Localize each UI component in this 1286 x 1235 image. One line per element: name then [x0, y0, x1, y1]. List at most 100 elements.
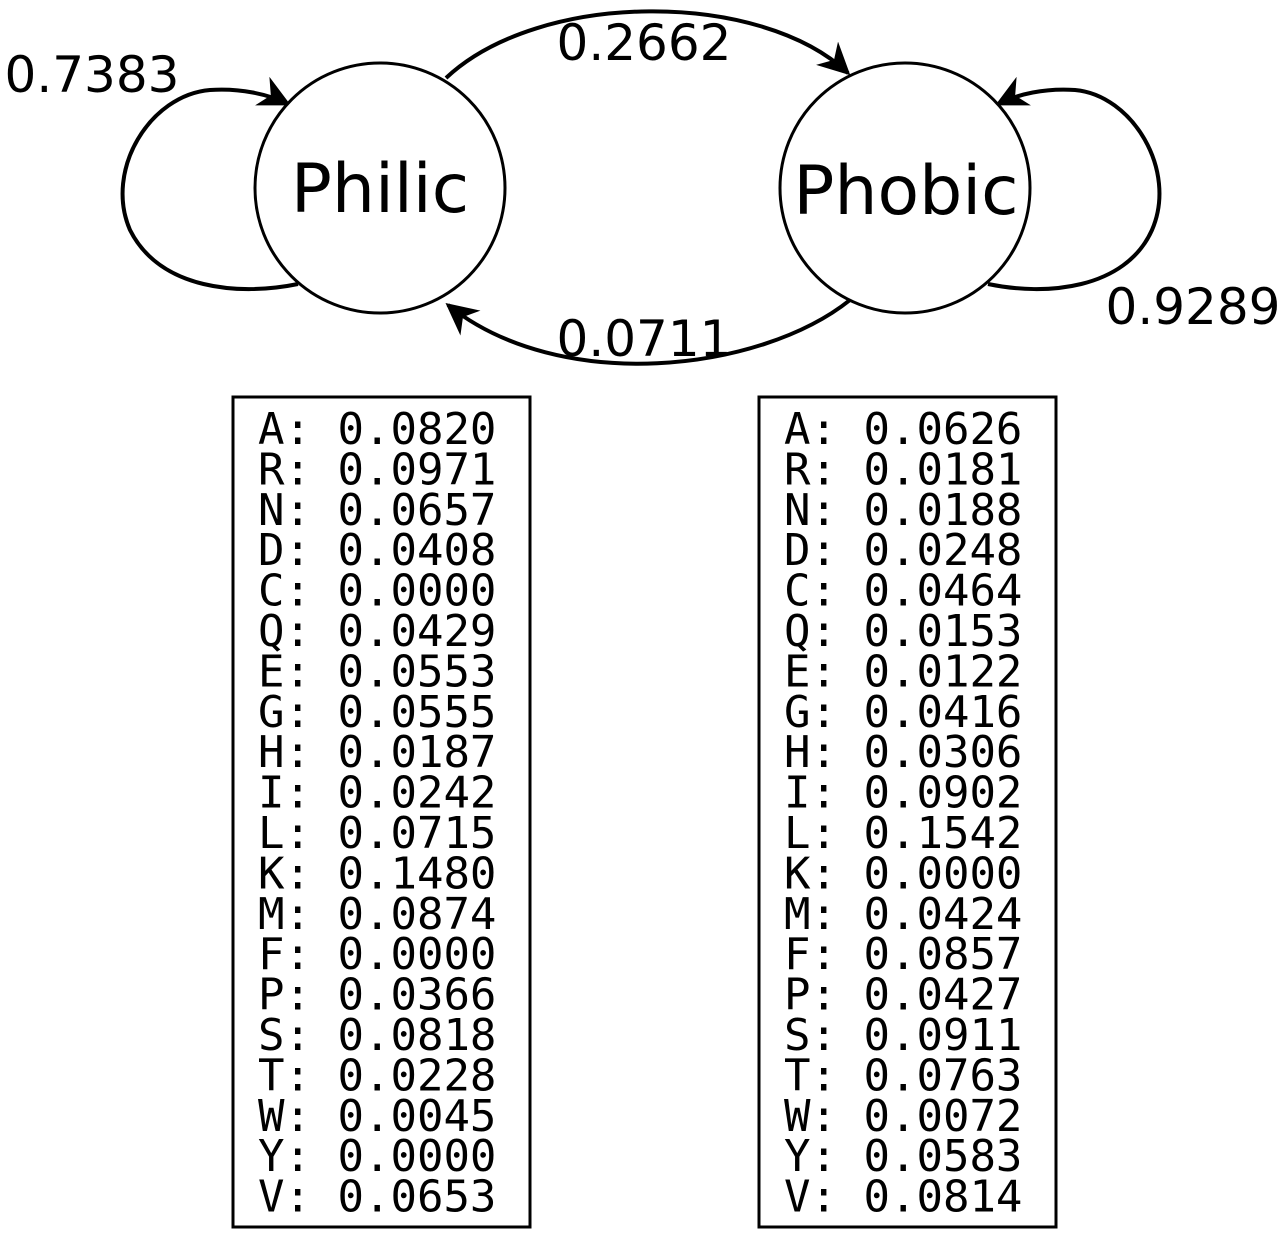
emission-row: W: 0.0072	[784, 1091, 1022, 1142]
emission-row: C: 0.0000	[258, 566, 496, 617]
emission-symbol: Q	[258, 606, 285, 657]
emission-row: H: 0.0187	[258, 727, 496, 778]
emission-symbol: H	[258, 727, 285, 778]
emission-symbol: S	[258, 1010, 285, 1061]
emission-separator: :	[285, 1131, 338, 1182]
emission-separator: :	[811, 646, 864, 697]
self-loop-philic-edge	[120, 76, 299, 292]
emission-separator: :	[285, 646, 338, 697]
emission-symbol: I	[258, 768, 285, 819]
emission-value: 0.0971	[337, 444, 496, 495]
phobic-to-philic-edge	[445, 298, 852, 366]
emission-symbol: E	[258, 646, 285, 697]
emission-separator: :	[811, 1091, 864, 1142]
emission-value: 0.0242	[337, 768, 496, 819]
emission-row: L: 0.0715	[258, 808, 496, 859]
emission-symbol: M	[784, 889, 811, 940]
emission-row: M: 0.0874	[258, 889, 496, 940]
emission-symbol: A	[258, 404, 285, 455]
emission-symbol: L	[258, 808, 285, 859]
emission-row: D: 0.0408	[258, 525, 496, 576]
emission-value: 0.0626	[863, 404, 1022, 455]
emission-value: 0.0657	[337, 485, 496, 536]
emission-separator: :	[811, 848, 864, 899]
emission-separator: :	[811, 566, 864, 617]
emission-value: 0.0000	[337, 1131, 496, 1182]
emission-separator: :	[811, 1010, 864, 1061]
emission-row: N: 0.0657	[258, 485, 496, 536]
emission-row: L: 0.1542	[784, 808, 1022, 859]
emission-symbol: D	[258, 525, 285, 576]
emission-row: D: 0.0248	[784, 525, 1022, 576]
emission-symbol: W	[258, 1091, 285, 1142]
emission-value: 0.0911	[863, 1010, 1022, 1061]
emission-symbol: R	[784, 444, 811, 495]
emission-row: Y: 0.0583	[784, 1131, 1022, 1182]
emission-row: S: 0.0911	[784, 1010, 1022, 1061]
emission-value: 0.0187	[337, 727, 496, 778]
emission-separator: :	[811, 444, 864, 495]
emission-row: I: 0.0902	[784, 768, 1022, 819]
emission-row: R: 0.0971	[258, 444, 496, 495]
self-loop-phobic-edge	[987, 76, 1162, 292]
emission-symbol: R	[258, 444, 285, 495]
emission-value: 0.1480	[337, 848, 496, 899]
emission-value: 0.0181	[863, 444, 1022, 495]
emission-row: H: 0.0306	[784, 727, 1022, 778]
emission-symbol: N	[784, 485, 811, 536]
emission-value: 0.0874	[337, 889, 496, 940]
emission-symbol: S	[784, 1010, 811, 1061]
emission-row: A: 0.0820	[258, 404, 496, 455]
emission-separator: :	[285, 525, 338, 576]
emission-value: 0.0820	[337, 404, 496, 455]
emission-separator: :	[811, 929, 864, 980]
emission-value: 0.0653	[337, 1172, 496, 1223]
emission-separator: :	[811, 606, 864, 657]
emission-row: M: 0.0424	[784, 889, 1022, 940]
philic-to-phobic-edge	[444, 9, 851, 80]
emission-separator: :	[285, 768, 338, 819]
emission-row: N: 0.0188	[784, 485, 1022, 536]
emission-row: K: 0.0000	[784, 848, 1022, 899]
emission-value: 0.0000	[337, 929, 496, 980]
transition-label-phobic-phobic: 0.9289	[1106, 278, 1281, 336]
transition-label-phobic-philic: 0.0711	[557, 310, 732, 368]
emission-box-phobic	[757, 395, 1058, 1229]
emission-separator: :	[285, 929, 338, 980]
emission-row: R: 0.0181	[784, 444, 1022, 495]
emission-value: 0.0424	[863, 889, 1022, 940]
emission-separator: :	[285, 606, 338, 657]
emission-value: 0.0464	[863, 566, 1022, 617]
emission-separator: :	[811, 485, 864, 536]
emission-separator: :	[811, 889, 864, 940]
emission-row: K: 0.1480	[258, 848, 496, 899]
emission-symbol: V	[258, 1172, 285, 1223]
emission-separator: :	[285, 1172, 338, 1223]
emission-symbol: N	[258, 485, 285, 536]
emission-symbol: Y	[784, 1131, 811, 1182]
emission-separator: :	[285, 687, 338, 738]
emission-value: 0.0555	[337, 687, 496, 738]
emission-row: W: 0.0045	[258, 1091, 496, 1142]
emission-separator: :	[285, 485, 338, 536]
emission-value: 0.0553	[337, 646, 496, 697]
emission-symbol: Q	[784, 606, 811, 657]
emission-row: I: 0.0242	[258, 768, 496, 819]
transition-label-philic-philic: 0.7383	[5, 46, 180, 104]
emission-value: 0.0248	[863, 525, 1022, 576]
emission-row: S: 0.0818	[258, 1010, 496, 1061]
emission-row: E: 0.0122	[784, 646, 1022, 697]
emission-value: 0.0228	[337, 1050, 496, 1101]
emission-separator: :	[811, 768, 864, 819]
emission-symbol: V	[784, 1172, 811, 1223]
emission-symbol: G	[784, 687, 811, 738]
emission-separator: :	[285, 808, 338, 859]
state-node-phobic	[778, 61, 1032, 315]
emission-symbol: W	[784, 1091, 811, 1142]
emission-symbol: F	[258, 929, 285, 980]
emission-symbol: A	[784, 404, 811, 455]
emission-separator: :	[811, 1131, 864, 1182]
